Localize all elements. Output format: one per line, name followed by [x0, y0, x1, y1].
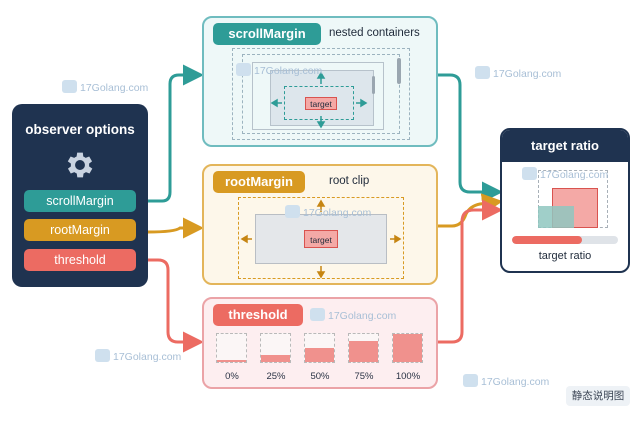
threshold-step-label: 0%	[225, 371, 239, 382]
threshold-cell-fill	[217, 360, 246, 362]
target-ratio-card: target ratio target ratio	[500, 128, 630, 273]
watermark: 17Golang.com	[95, 349, 181, 363]
middle-container	[242, 54, 400, 134]
arrow-root-out	[438, 193, 503, 228]
arrow-scroll-in	[148, 64, 204, 203]
scroll-container[interactable]	[252, 62, 384, 130]
root-target: target	[304, 230, 338, 248]
threshold-cell-fill	[393, 334, 422, 362]
option-threshold-pill[interactable]: threshold	[24, 249, 136, 271]
watermark: 17Golang.com	[463, 374, 549, 388]
threshold-step-label: 75%	[354, 371, 374, 382]
threshold-steps: 0% 25% 50% 75% 100%	[204, 333, 440, 385]
rootmargin-panel: rootMargin root clip target	[202, 164, 438, 285]
static-diagram-label[interactable]: 静态说明图	[566, 386, 630, 406]
watermark: 17Golang.com	[285, 205, 371, 219]
watermark-logo-icon	[236, 63, 251, 76]
gear-icon	[67, 152, 93, 178]
watermark: 17Golang.com	[236, 63, 322, 77]
watermark: 17Golang.com	[522, 167, 608, 181]
watermark-logo-icon	[463, 374, 478, 387]
outer-container	[232, 48, 410, 140]
threshold-cell-fill	[349, 341, 378, 362]
arrow-root-in	[147, 217, 204, 239]
observer-options-card: observer options scrollMargin rootMargin…	[12, 104, 148, 287]
target-ratio-caption: target ratio	[538, 250, 592, 262]
threshold-cell	[260, 333, 291, 363]
threshold-cell	[392, 333, 423, 363]
watermark: 17Golang.com	[475, 66, 561, 80]
scroll-target: target	[305, 97, 337, 110]
threshold-panel-title: threshold	[213, 304, 303, 326]
ratio-bar	[512, 236, 618, 244]
ratio-bar-fill	[512, 236, 582, 244]
threshold-cell	[348, 333, 379, 363]
watermark-logo-icon	[475, 66, 490, 79]
scrollbar-thumb[interactable]	[397, 58, 401, 84]
watermark-logo-icon	[95, 349, 110, 362]
ratio-intersection	[538, 206, 574, 228]
observer-options-title: observer options	[25, 122, 135, 137]
scroll-direction-arrows	[270, 71, 368, 129]
threshold-cell-fill	[305, 348, 334, 362]
arrow-thresh-in	[148, 258, 204, 353]
arrow-scroll-out	[438, 73, 503, 203]
threshold-cell	[304, 333, 335, 363]
scrollmargin-panel-subtitle: nested containers	[329, 27, 420, 39]
arrow-thresh-out	[438, 199, 503, 344]
watermark-logo-icon	[310, 308, 325, 321]
threshold-step-label: 25%	[266, 371, 286, 382]
rootmargin-panel-title: rootMargin	[213, 171, 305, 193]
option-scrollmargin-pill[interactable]: scrollMargin	[24, 190, 136, 212]
threshold-cell	[216, 333, 247, 363]
watermark-logo-icon	[522, 167, 537, 180]
scrollmargin-panel-title: scrollMargin	[213, 23, 321, 45]
root-margin-box	[238, 197, 404, 279]
watermark: 17Golang.com	[310, 308, 396, 322]
watermark-logo-icon	[62, 80, 77, 93]
threshold-step-label: 100%	[395, 371, 421, 382]
watermark: 17Golang.com	[62, 80, 148, 94]
scroll-margin-box	[284, 86, 354, 120]
threshold-step-label: 50%	[310, 371, 330, 382]
root-margin-arrows	[240, 199, 402, 279]
watermark-logo-icon	[285, 205, 300, 218]
threshold-cell-fill	[261, 355, 290, 362]
target-ratio-title: target ratio	[502, 130, 628, 162]
scrollmargin-panel: scrollMargin nested containers target	[202, 16, 438, 147]
rootmargin-panel-subtitle: root clip	[329, 175, 370, 187]
inner-scrollbar-thumb[interactable]	[372, 76, 375, 94]
option-rootmargin-pill[interactable]: rootMargin	[24, 219, 136, 241]
